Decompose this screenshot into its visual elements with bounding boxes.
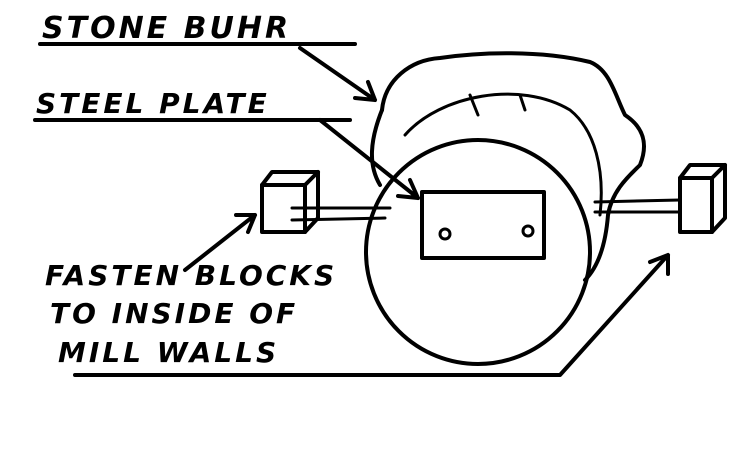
stone-buhr-edge — [369, 108, 384, 187]
label-stone-buhr: STONE BUHR — [42, 11, 291, 46]
right-rod — [593, 198, 682, 204]
fasten-underline — [73, 253, 670, 377]
bolt-hole-left — [438, 227, 452, 241]
label-steel-plate: STEEL PLATE — [36, 87, 270, 120]
left-block — [260, 170, 320, 234]
label-fasten-line3: MILL WALLS — [58, 336, 279, 369]
buhr-inner-curve — [403, 92, 603, 217]
left-block-arrow — [183, 213, 257, 272]
label-fasten-line1: FASTEN BLOCKS — [45, 259, 337, 292]
right-block — [678, 163, 727, 234]
stone-buhr — [380, 51, 646, 282]
bolt-hole-right — [521, 224, 535, 238]
steel-plate-arrow — [318, 118, 420, 200]
steel-plate — [420, 190, 546, 260]
label-fasten-line2: TO INSIDE OF — [50, 297, 298, 330]
runner-disc — [364, 138, 592, 366]
stone-buhr-arrow — [298, 46, 377, 102]
